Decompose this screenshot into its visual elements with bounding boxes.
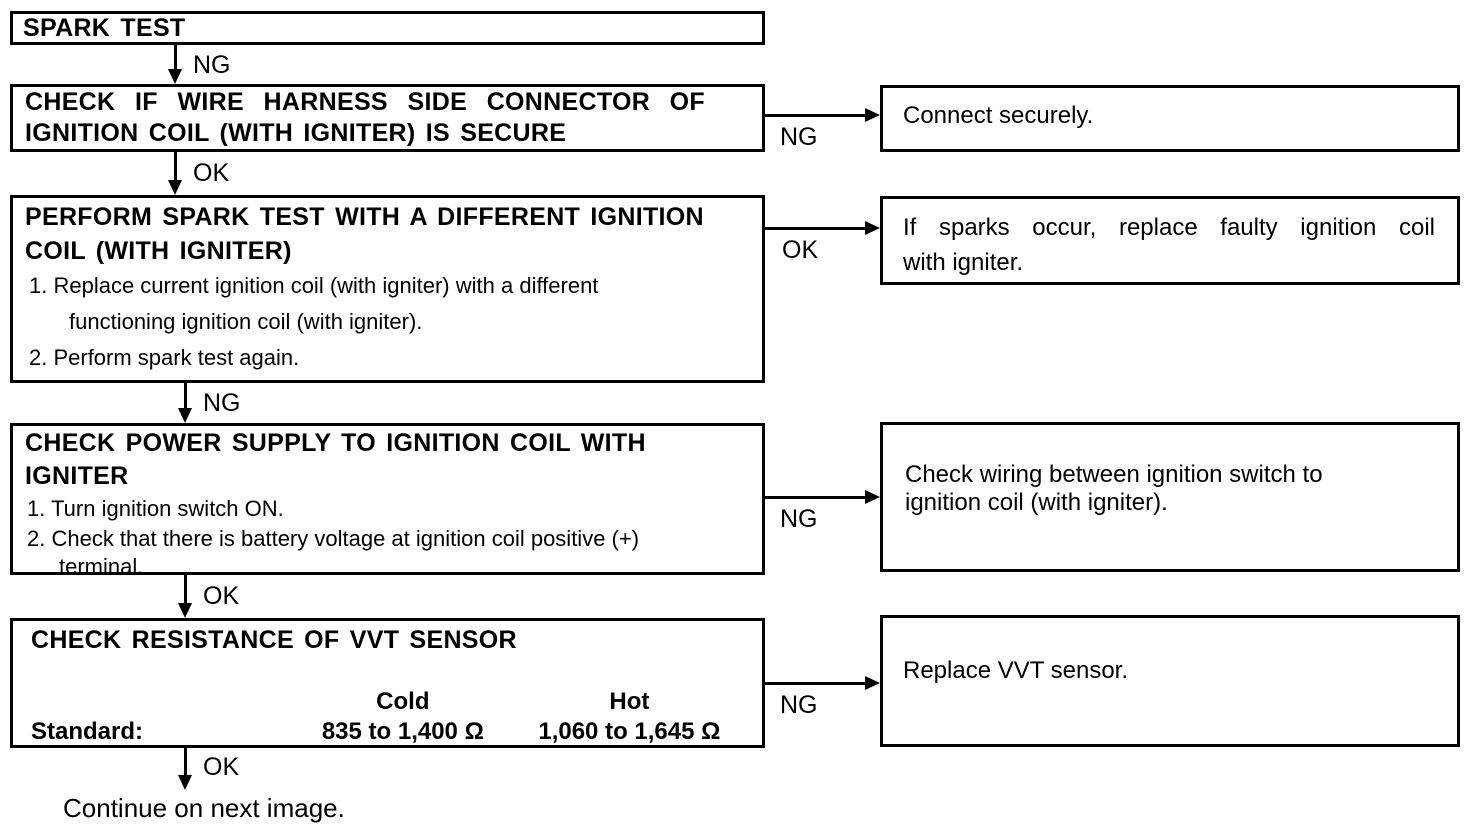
step-title-line: CHECK IF WIRE HARNESS SIDE CONNECTOR OF (25, 88, 705, 116)
down-arrow-label-2: OK (193, 159, 230, 187)
step-box-check-connector: CHECK IF WIRE HARNESS SIDE CONNECTOR OF … (10, 84, 765, 152)
down-arrow-head-3 (178, 408, 192, 423)
step-instruction: 2. Check that there is battery voltage a… (27, 526, 640, 551)
spec-standard-label: Standard: (31, 718, 144, 745)
spec-header-row: Cold Hot (25, 687, 750, 717)
down-arrow-line-5 (184, 748, 187, 775)
down-arrow-line-3 (184, 383, 187, 408)
spec-header-cold: Cold (376, 688, 430, 715)
step-title-line: CHECK POWER SUPPLY TO IGNITION COIL WITH (25, 429, 646, 457)
step-title-line: COIL (WITH IGNITER) (25, 237, 292, 265)
down-arrow-label-5: OK (203, 753, 240, 781)
down-arrow-head-1 (168, 69, 182, 84)
down-arrow-line-4 (184, 575, 187, 603)
step-box-check-power-supply: CHECK POWER SUPPLY TO IGNITION COIL WITH… (10, 423, 765, 579)
result-box-replace-vvt-sensor: Replace VVT sensor. (880, 615, 1460, 747)
down-arrow-line-1 (174, 45, 177, 70)
right-arrow-label-1: NG (780, 123, 818, 151)
spec-header-hot: Hot (609, 688, 650, 715)
step-box-perform-spark-test: PERFORM SPARK TEST WITH A DIFFERENT IGNI… (10, 195, 765, 383)
down-arrow-line-2 (174, 152, 177, 180)
right-arrow-line-2 (765, 227, 866, 230)
result-box-replace-faulty-coil: If sparks occur, replace faulty ignition… (880, 196, 1460, 285)
spec-cold-value: 835 to 1,400 Ω (321, 718, 484, 745)
down-arrow-head-4 (178, 603, 192, 618)
right-arrow-line-3 (765, 496, 866, 499)
right-arrow-label-2: OK (782, 236, 819, 264)
step-instruction: 2. Perform spark test again. (29, 345, 300, 370)
result-text-line: Check wiring between ignition switch to (905, 461, 1323, 488)
result-text-line: with igniter. (903, 249, 1024, 276)
result-text-line: ignition coil (with igniter). (905, 489, 1168, 516)
result-box-connect-securely: Connect securely. (880, 85, 1460, 152)
step-instruction: functioning ignition coil (with igniter)… (69, 309, 423, 334)
step-box-spark-test: SPARK TEST (10, 11, 765, 45)
down-arrow-head-2 (168, 180, 182, 195)
right-arrow-head-1 (865, 108, 880, 122)
right-arrow-line-1 (765, 114, 866, 117)
result-text: Replace VVT sensor. (903, 657, 1129, 684)
right-arrow-head-3 (865, 490, 880, 504)
down-arrow-label-4: OK (203, 582, 240, 610)
right-arrow-label-3: NG (780, 505, 818, 533)
step-title: CHECK RESISTANCE OF VVT SENSOR (31, 626, 517, 654)
spec-hot-value: 1,060 to 1,645 Ω (538, 718, 721, 745)
result-text: Connect securely. (903, 102, 1094, 129)
step-title: SPARK TEST (23, 14, 186, 42)
down-arrow-label-3: NG (203, 389, 241, 417)
step-title-line: IGNITER (25, 462, 129, 490)
spec-value-row: Standard: 835 to 1,400 Ω 1,060 to 1,645 … (25, 717, 750, 747)
right-arrow-head-2 (865, 221, 880, 235)
continue-note: Continue on next image. (63, 793, 345, 823)
step-instruction: terminal. (59, 554, 144, 579)
right-arrow-head-4 (865, 676, 880, 690)
step-instruction: 1. Replace current ignition coil (with i… (29, 273, 599, 298)
step-instruction: 1. Turn ignition switch ON. (27, 496, 284, 521)
step-box-check-vvt-resistance: CHECK RESISTANCE OF VVT SENSOR Cold Hot … (10, 618, 765, 748)
step-title-line: PERFORM SPARK TEST WITH A DIFFERENT IGNI… (25, 203, 704, 231)
down-arrow-label-1: NG (193, 51, 231, 79)
right-arrow-line-4 (765, 682, 866, 685)
right-arrow-label-4: NG (780, 691, 818, 719)
spec-header-spacer (25, 687, 297, 717)
result-text-line: If sparks occur, replace faulty ignition… (903, 214, 1435, 241)
step-title-line: IGNITION COIL (WITH IGNITER) IS SECURE (25, 119, 567, 147)
result-box-check-wiring: Check wiring between ignition switch to … (880, 422, 1460, 572)
down-arrow-head-5 (178, 775, 192, 790)
